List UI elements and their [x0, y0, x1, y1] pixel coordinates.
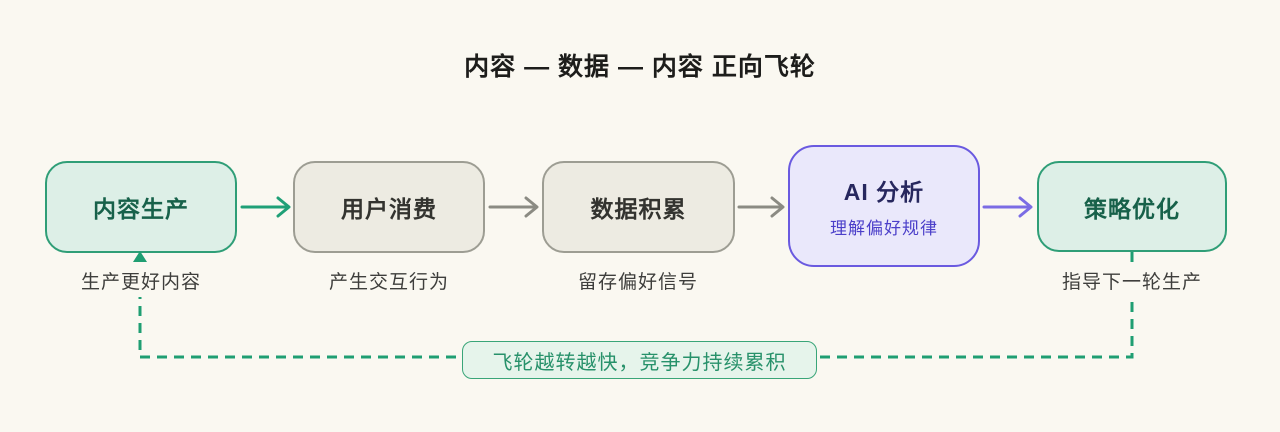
node-label: 策略优化	[1084, 195, 1180, 222]
caption-data-accumulation: 留存偏好信号	[577, 272, 698, 293]
node-strategy-optimization: 策略优化	[1037, 161, 1227, 252]
node-user-consumption: 用户消费	[293, 161, 485, 253]
node-label: 数据积累	[590, 196, 687, 222]
node-sublabel: 理解偏好规律	[830, 219, 938, 238]
arrow-production-to-consumption	[240, 196, 291, 218]
arrow-data-to-ai	[737, 196, 785, 218]
caption-content-production: 生产更好内容	[80, 272, 201, 293]
arrow-consumption-to-data	[488, 196, 539, 218]
node-label: 用户消费	[341, 196, 437, 222]
caption-user-consumption: 产生交互行为	[328, 272, 449, 293]
node-content-production: 内容生产	[45, 161, 237, 253]
diagram-title: 内容 — 数据 — 内容 正向飞轮	[464, 53, 816, 81]
node-data-accumulation: 数据积累	[542, 161, 735, 253]
node-label: AI 分析	[843, 179, 925, 205]
arrow-ai-to-strategy	[982, 196, 1033, 218]
caption-strategy-optimization: 指导下一轮生产	[1061, 272, 1202, 293]
feedback-loop-arrowhead-icon	[133, 251, 147, 262]
feedback-loop-label: 飞轮越转越快，竞争力持续累积	[462, 341, 817, 379]
node-label: 内容生产	[93, 196, 189, 222]
node-ai-analysis: AI 分析 理解偏好规律	[788, 145, 980, 267]
